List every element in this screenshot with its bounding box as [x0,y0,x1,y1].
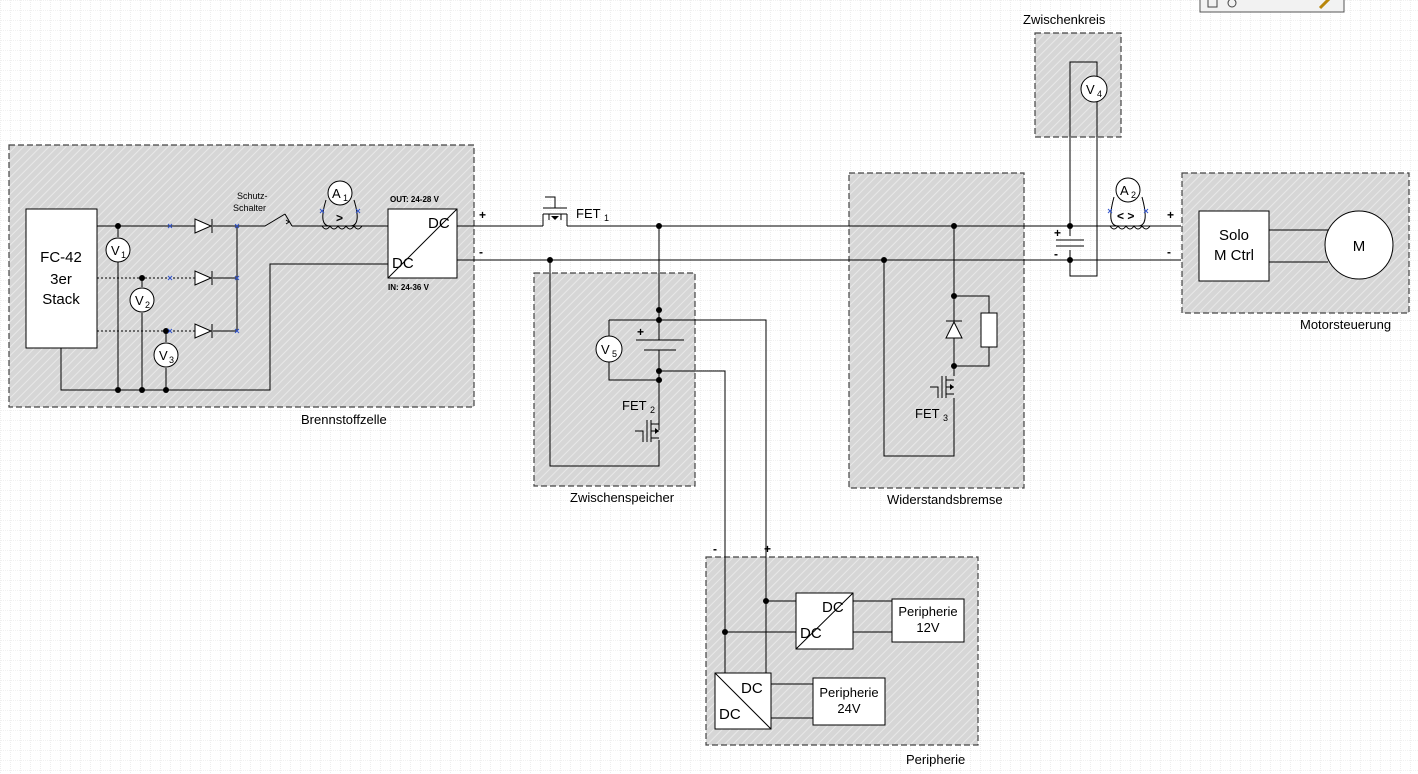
svg-text:24V: 24V [837,701,860,716]
converter-out-label: OUT: 24-28 V [390,195,440,204]
svg-text:V: V [1086,82,1095,97]
fet-3: FET 3 [915,376,954,423]
svg-text:1: 1 [343,193,348,203]
voltmeter-v2: V 2 [129,287,155,313]
svg-text:Schalter: Schalter [233,203,266,213]
periph-minus-sign: - [713,542,717,556]
svg-text:V: V [135,293,144,308]
bus-plus-sign: + [479,208,486,222]
svg-text:2: 2 [1131,190,1136,200]
motor-minus-sign: - [1167,245,1171,259]
svg-text:FET: FET [915,406,940,421]
motor-ctrl-line2: M Ctrl [1214,247,1254,264]
svg-text:V: V [111,243,120,258]
zone-label-widerstandsbremse: Widerstandsbremse [887,492,1003,507]
voltmeter-v5: V 5 [595,335,623,363]
svg-text:FET: FET [576,206,601,221]
zone-zwischenkreis [1034,32,1122,138]
diode-2 [194,270,213,286]
svg-text:Schutz-: Schutz- [237,191,268,201]
motor-ctrl-line1: Solo [1219,227,1249,244]
periph-12v-box: Peripherie 12V [891,598,965,643]
dcdc-converter-main: DC DC OUT: 24-28 V IN: 24-36 V [387,195,458,292]
dc-link-wiring [1067,61,1098,277]
converter-main-top: DC [428,215,450,232]
periph-plus-sign: + [764,542,771,556]
zone-label-zwischenspeicher: Zwischenspeicher [570,490,675,505]
motor-plus-sign: + [1167,208,1174,222]
fet-1: FET 1 [542,196,609,226]
svg-text:Peripherie: Peripherie [819,685,878,700]
converter-main-bottom: DC [392,255,414,272]
zone-label-peripherie: Peripherie [906,752,965,767]
brake-wiring [881,223,990,457]
svg-text:5: 5 [612,349,617,359]
toolbar-stub[interactable] [1199,0,1345,13]
svg-text:DC: DC [800,625,822,642]
brake-resistor [980,312,998,348]
fc-stack-line1: FC-42 [40,249,82,266]
svg-text:< >: < > [1117,209,1134,223]
zone-label-zwischenkreis: Zwischenkreis [1023,12,1106,27]
svg-text:DC: DC [719,706,741,723]
svg-text:1: 1 [121,250,126,260]
voltmeter-v3: V 3 [153,342,179,368]
voltmeter-v4: V 4 [1080,75,1108,103]
storage-battery: + [636,325,684,351]
bus-minus-sign: - [479,245,483,259]
svg-text:-: - [1054,247,1058,261]
fc-stack-box: FC-42 3er Stack [25,208,98,349]
svg-text:V: V [159,348,168,363]
zone-label-motorsteuerung: Motorsteuerung [1300,317,1391,332]
svg-text:3: 3 [169,355,174,365]
svg-text:+: + [637,325,644,339]
fc-stack-line3: Stack [42,291,80,308]
svg-text:DC: DC [822,599,844,616]
diode-1 [194,218,213,234]
converter-in-label: IN: 24-36 V [388,283,430,292]
dc-link-capacitor: + - [1054,226,1084,261]
svg-text:4: 4 [1097,89,1102,99]
storage-wiring [547,223,767,632]
svg-text:DC: DC [741,680,763,697]
voltmeter-v1: V 1 [105,237,131,263]
svg-text:A: A [332,186,341,201]
svg-text:>: > [336,211,343,225]
zone-widerstandsbremse [848,172,1025,489]
ammeter-a2: A 2 < > [1107,177,1151,230]
svg-text:A: A [1120,183,1129,198]
svg-text:M: M [1353,238,1366,255]
svg-text:1: 1 [604,213,609,223]
motor-wiring [1269,229,1328,263]
fc-wiring [60,213,388,393]
svg-text:3: 3 [943,413,948,423]
svg-text:2: 2 [145,300,150,310]
zone-label-brennstoffzelle: Brennstoffzelle [301,412,387,427]
periph-24v-box: Peripherie 24V [812,677,886,726]
ammeter-a1: A 1 > [319,180,363,230]
motor-controller: Solo M Ctrl [1198,210,1270,282]
svg-text:2: 2 [650,405,655,415]
diode-3 [194,323,213,339]
svg-text:FET: FET [622,398,647,413]
svg-text:+: + [1054,226,1061,240]
fc-stack-line2: 3er [50,271,72,288]
periph-converter-24v: DC DC [714,672,772,730]
svg-text:Peripherie: Peripherie [898,604,957,619]
svg-text:V: V [601,342,610,357]
protection-switch: Schutz- Schalter [233,191,293,227]
svg-text:12V: 12V [916,620,939,635]
periph-converter-12v: DC DC [795,592,854,650]
brake-diode [945,320,963,339]
motor-symbol: M [1324,210,1394,280]
fet-2: FET 2 [622,398,659,442]
periph-wiring: - + [713,542,892,719]
